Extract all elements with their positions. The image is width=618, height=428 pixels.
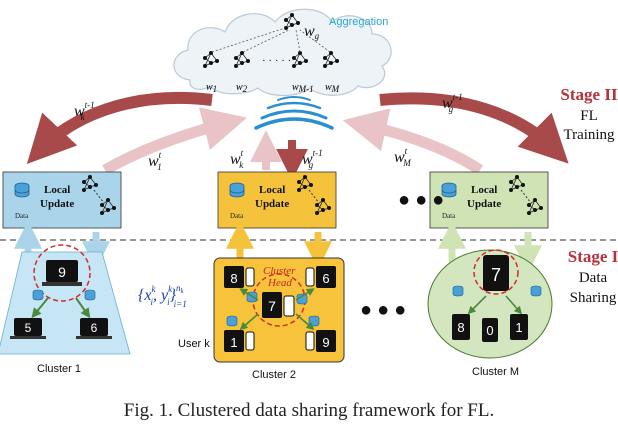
svg-text:Update: Update (40, 198, 74, 210)
wireless-icon (254, 96, 334, 130)
svg-text:7: 7 (268, 298, 276, 314)
svg-text:Data: Data (230, 212, 244, 220)
cluster-2-label: Cluster 2 (252, 369, 296, 381)
svg-text:Local: Local (471, 184, 497, 196)
svg-text:9: 9 (58, 264, 66, 280)
svg-text:Local: Local (259, 184, 285, 196)
stage2-title: Stage II (560, 85, 618, 104)
cloud-wm: wM (325, 82, 340, 94)
arrow-clusterm-upload (342, 108, 484, 175)
svg-text:5: 5 (25, 321, 32, 335)
cluster-m: 7 8 0 1 (427, 249, 553, 359)
svg-text:Local: Local (44, 184, 70, 196)
arrow-global-to-cluster1 (26, 91, 213, 164)
svg-text:1: 1 (230, 335, 237, 350)
aggregation-label: Aggregation (329, 16, 388, 28)
local-update-box-cluster2: Data Local Update (217, 171, 337, 229)
cluster-2: Cluster Head 7 8 6 1 9 (213, 257, 345, 363)
svg-text:Head: Head (267, 277, 292, 289)
stage1-line2: Sharing (570, 290, 617, 306)
stage2-line1: FL (580, 108, 598, 124)
stage1-title: Stage I (568, 247, 618, 266)
svg-text:Update: Update (467, 198, 501, 210)
svg-text:8: 8 (230, 271, 237, 286)
stage1-line1: Data (579, 270, 608, 286)
svg-text:Data: Data (442, 212, 456, 220)
figure-caption: Fig. 1. Clustered data sharing framework… (123, 400, 495, 421)
cloud (173, 8, 392, 97)
cloud-w2: w2 (236, 82, 248, 94)
ellipsis-bottom: ● ● ● (360, 299, 406, 321)
svg-text:0: 0 (486, 323, 493, 338)
svg-text:Data: Data (15, 212, 29, 220)
cloud-wm1: wM-1 (292, 82, 314, 94)
user-k-label: User k (178, 338, 210, 350)
svg-text:1: 1 (515, 320, 522, 335)
local-update-box-clusterm: Data Local Update (429, 171, 549, 229)
svg-text:7: 7 (491, 265, 501, 285)
svg-text:Cluster: Cluster (263, 265, 296, 277)
cluster-1-label: Cluster 1 (37, 363, 81, 375)
svg-text:6: 6 (91, 321, 98, 335)
arrow-cluster1-upload (102, 107, 248, 175)
svg-text:8: 8 (457, 320, 464, 335)
cloud-w1: w1 (206, 82, 217, 94)
cluster-m-label: Cluster M (472, 366, 519, 378)
svg-text:6: 6 (322, 271, 329, 286)
svg-text:9: 9 (322, 335, 329, 350)
arrow-global-to-clusterm (379, 92, 569, 164)
cluster-1: 9 5 6 (0, 244, 131, 355)
cloud-dots: · · · · · (262, 55, 291, 67)
stage2-line2: Training (563, 127, 615, 143)
cloud-wg-label: wg (304, 23, 320, 41)
ellipsis-top: ● ● ● (398, 189, 444, 211)
svg-text:Update: Update (255, 198, 289, 210)
local-update-box-cluster1: Data Local Update (2, 171, 122, 229)
